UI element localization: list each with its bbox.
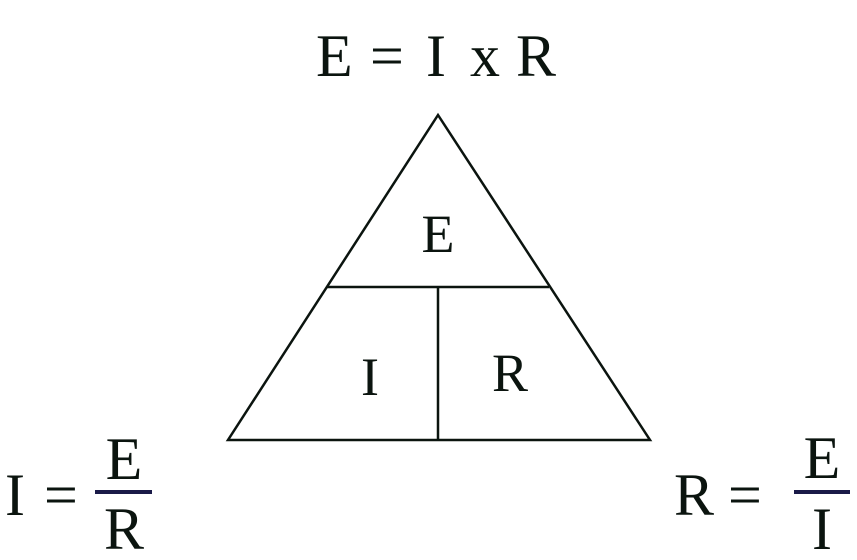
title-r: R: [516, 23, 556, 89]
resistance-numerator: E: [804, 425, 841, 491]
formula-resistance: R = E I: [674, 425, 850, 560]
triangle-label-i: I: [361, 347, 379, 407]
resistance-lhs: R: [674, 462, 714, 528]
triangle-label-e: E: [422, 204, 455, 264]
title-times: x: [470, 23, 500, 89]
current-equals: =: [44, 462, 78, 528]
current-numerator: E: [106, 426, 143, 492]
title-i: I: [426, 23, 446, 89]
title-formula: E = I x R: [316, 23, 556, 89]
resistance-denominator: I: [812, 496, 832, 560]
ohms-triangle: [225, 112, 653, 442]
resistance-fraction-bar: [794, 490, 850, 494]
formula-current: I = E R: [5, 426, 152, 560]
title-e: E: [316, 23, 353, 89]
current-fraction-bar: [95, 490, 152, 494]
title-equals: =: [370, 23, 404, 89]
current-lhs: I: [5, 462, 25, 528]
current-denominator: R: [104, 496, 144, 560]
resistance-equals: =: [728, 462, 762, 528]
triangle-label-r: R: [492, 343, 528, 403]
